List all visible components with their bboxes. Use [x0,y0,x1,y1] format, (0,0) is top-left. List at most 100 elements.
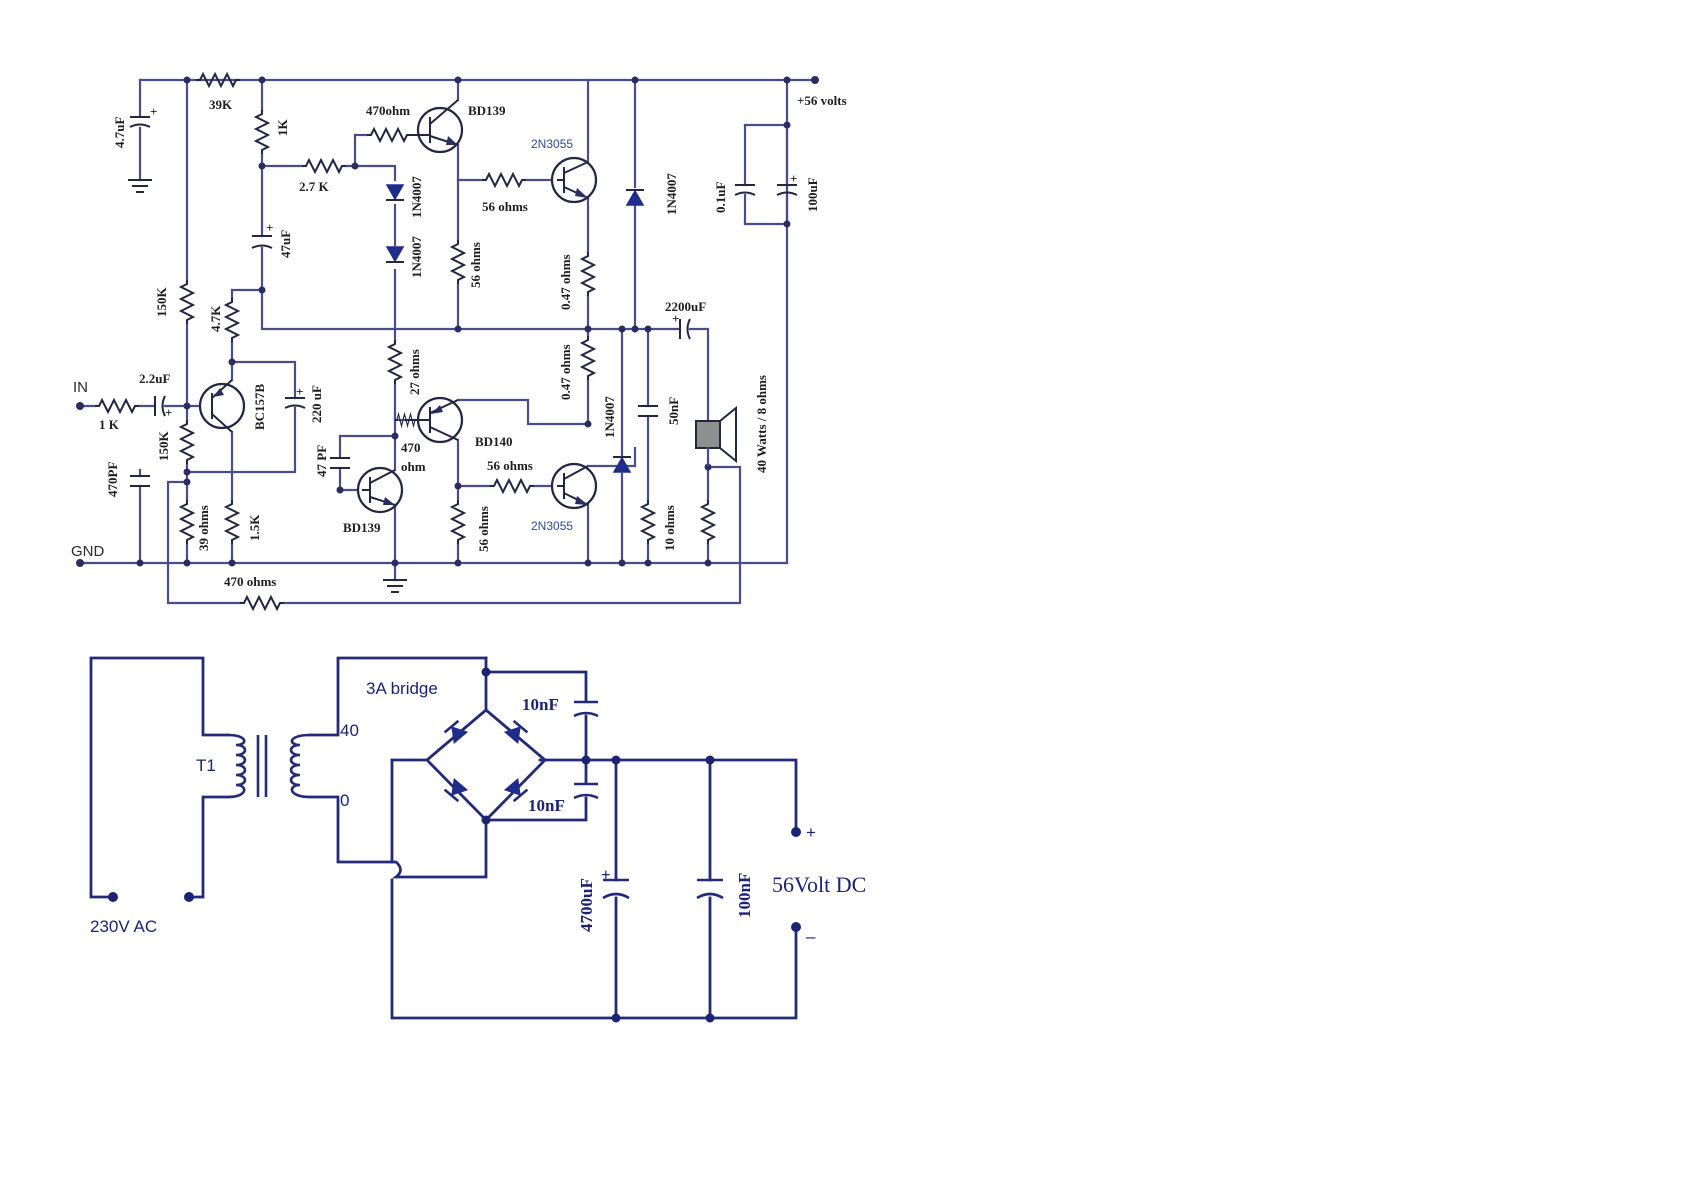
resistor-39 [180,499,194,545]
label-q-bc157b: BC157B [252,383,267,430]
resistor-56-lower-vertical [451,499,465,545]
resistor-150k-top [180,279,194,325]
diode-1n4007-a [385,184,405,201]
resistor-56-lower [489,479,535,493]
diode-1n4007-d [612,456,632,473]
resistor-4k7 [225,297,239,343]
resistor-470-feedback [239,596,285,610]
svg-text:+: + [165,405,172,420]
transistor-bc157b [198,379,246,433]
transistor-2n3055-bottom [550,462,598,510]
label-gnd: GND [71,543,105,560]
amp-transistors [198,99,598,514]
transistor-bd139-bottom [356,466,404,514]
capacitor-2200u: + [672,311,691,340]
psu-capacitors: + [573,700,724,900]
label-r-1k-top: 1K [275,119,290,137]
resistor-047-speaker [701,499,715,545]
psu-junctions [108,667,801,1023]
resistor-470ohm-top [366,128,412,142]
resistor-1k-in [94,399,140,413]
label-r-10: 10 ohms [662,505,677,551]
label-c-220u: 220 uF [309,385,324,423]
psu-wiring [89,656,798,1020]
label-r-56-lower: 56 ohms [487,458,533,473]
svg-text:+: + [266,220,273,235]
resistor-56-vertical [451,239,465,285]
label-c-100n: 100nF [735,873,754,918]
label-r-047-upper: 0.47 ohms [558,254,573,310]
label-r-39: 39 ohms [196,505,211,551]
svg-text:+: + [296,384,303,399]
label-c-100u: 100uF [805,177,820,212]
svg-text:+: + [601,865,611,884]
svg-text:+: + [790,171,797,186]
label-c-0u1: 0.1uF [713,182,728,213]
label-c-4700u: 4700uF [577,878,596,932]
label-mains: 230V AC [90,917,157,936]
capacitor-47u: + [251,220,273,249]
label-speaker: 40 Watts / 8 ohms [754,375,769,473]
label-c-10n-top: 10nF [522,695,559,714]
capacitor-2u2: + [154,395,172,420]
label-r-2k7: 2.7 K [299,179,330,194]
label-r-470-mid: 470 [401,440,421,455]
label-c-10n-bottom: 10nF [528,796,565,815]
label-d-1n4007-c: 1N4007 [664,173,679,215]
label-tap-0: 0 [340,791,349,810]
label-r-1k5: 1.5K [247,514,262,541]
ground-main [383,579,407,593]
capacitor-47p [330,457,350,469]
label-d-1n4007-a: 1N4007 [409,176,424,218]
resistor-10 [641,499,655,545]
resistor-1k-top [255,109,269,155]
capacitor-0u1 [734,184,756,196]
label-in: IN [73,379,88,396]
ground-4u7 [128,179,152,193]
capacitor-100n [696,878,724,900]
label-supply: +56 volts [797,93,847,108]
diode-1n4007-c [625,189,645,206]
capacitor-10n-top [573,700,599,718]
label-c-47u: 47uF [278,230,293,258]
label-r-470-mid-unit: ohm [401,459,426,474]
label-q-bd140: BD140 [475,434,513,449]
label-out-minus: – [806,927,816,946]
label-q-bd139-top: BD139 [468,103,506,118]
capacitor-10n-bottom [573,782,599,800]
capacitor-220u: + [284,384,306,409]
label-out-plus: + [806,823,816,842]
label-r-56-vertical: 56 ohms [468,242,483,288]
label-r-56-driver: 56 ohms [482,199,528,214]
svg-text:+: + [150,104,157,119]
label-r-470ohm-top: 470ohm [366,103,410,118]
label-out: 56Volt DC [772,872,866,897]
label-r-150k-bottom: 150K [156,431,171,462]
resistor-150k-bottom [180,419,194,465]
capacitor-4700u: + [601,865,630,900]
resistor-2k7 [301,159,347,173]
resistor-1k5 [225,499,239,545]
resistor-27 [388,339,402,385]
capacitor-4u7: + [129,104,157,128]
label-r-27: 27 ohms [407,349,422,395]
diode-1n4007-b [385,246,405,263]
amp-labels: +56 volts IN GND 39K 1K 470ohm 2.7 K 56 … [71,93,847,589]
transistor-2n3055-top [550,156,598,204]
label-r-047-lower: 0.47 ohms [558,344,573,400]
transistor-bd140 [405,396,464,444]
label-q-2n3055-bottom: 2N3055 [531,519,573,533]
label-c-50n: 50nF [666,397,681,425]
label-r-39k: 39K [209,97,233,112]
label-d-1n4007-d: 1N4007 [602,396,617,438]
label-q-bd139-bottom: BD139 [343,520,381,535]
capacitor-50n [638,405,658,417]
power-supply-circuit: + 230V AC T1 40 0 3A bridge 10nF 10nF 47… [89,656,866,1023]
capacitor-470p [130,475,150,487]
label-d-1n4007-b: 1N4007 [409,236,424,278]
label-c-47p: 47 PF [314,445,329,477]
amp-junctions [76,76,819,567]
label-c-4u7: 4.7uF [112,117,127,148]
resistor-56-driver [481,173,527,187]
